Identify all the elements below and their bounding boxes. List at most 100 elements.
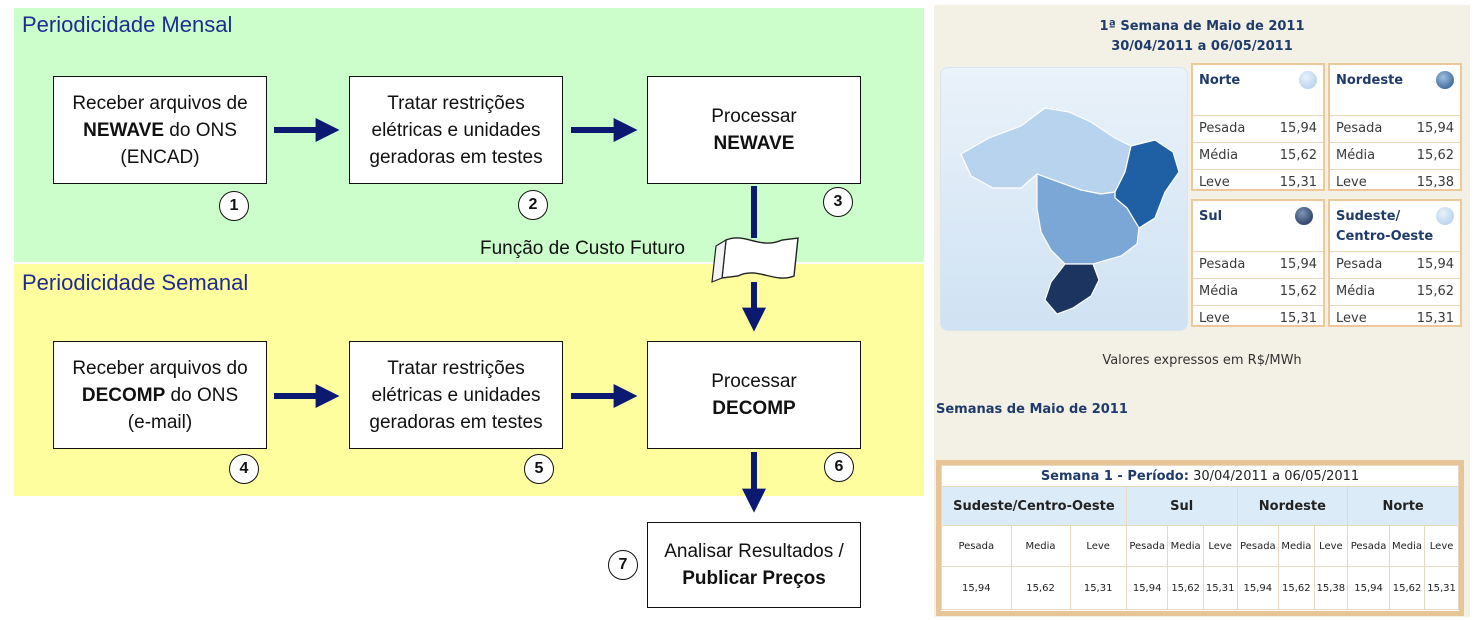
region-row: Leve 15,31 xyxy=(1193,169,1323,196)
load-label: Pesada xyxy=(1336,121,1383,136)
box-line: Receber arquivos do xyxy=(72,357,248,379)
monthly-title: Periodicidade Mensal xyxy=(22,12,233,37)
flow-box-process-decomp: Processar DECOMP xyxy=(647,341,861,449)
box-text: do ONS xyxy=(165,384,239,406)
load-label: Média xyxy=(1336,148,1376,163)
price-value: 15,62 xyxy=(1416,284,1454,299)
step-number-circle: 2 xyxy=(518,190,548,220)
step-number-circle: 4 xyxy=(229,454,259,484)
step-number-circle: 3 xyxy=(823,187,853,217)
table-sub-header: Pesada xyxy=(941,525,1012,567)
table-sub-header: Leve xyxy=(1202,525,1238,567)
flow-box-treat-restrictions-2: Tratar restrições elétricas e unidades g… xyxy=(349,341,563,449)
box-line: geradoras em testes xyxy=(369,146,543,168)
price-value: 15,38 xyxy=(1416,175,1454,190)
box-line: elétricas e unidades xyxy=(371,119,541,141)
price-value: 15,62 xyxy=(1416,148,1454,163)
price-value: 15,62 xyxy=(1279,148,1317,163)
load-label: Média xyxy=(1199,284,1239,299)
box-line: elétricas e unidades xyxy=(371,384,541,406)
price-value: 15,94 xyxy=(1416,257,1454,272)
region-color-dot xyxy=(1436,207,1454,225)
table-sub-header: Pesada xyxy=(1347,525,1390,567)
table-sub-header: Pesada xyxy=(1236,525,1280,567)
units-note: Valores expressos em R$/MWh xyxy=(1102,353,1302,368)
box-line: Publicar Preços xyxy=(682,565,826,592)
map-region-nordeste xyxy=(1114,139,1180,229)
table-header-label: Semana 1 - Período: xyxy=(1040,468,1189,484)
table-region-header: Nordeste xyxy=(1236,486,1349,526)
load-label: Leve xyxy=(1199,311,1230,326)
weeks-title: Semanas de Maio de 2011 xyxy=(936,402,1128,417)
load-label: Pesada xyxy=(1199,121,1246,136)
box-line: NEWAVE do ONS xyxy=(83,117,237,144)
price-value: 15,94 xyxy=(1279,257,1317,272)
future-cost-function-label: Função de Custo Futuro xyxy=(480,238,685,259)
box-line: geradoras em testes xyxy=(369,411,543,433)
table-header-range: 30/04/2011 a 06/05/2011 xyxy=(1193,468,1360,484)
region-row: Leve 15,31 xyxy=(1330,305,1460,332)
step-number-circle: 7 xyxy=(608,550,638,580)
load-label: Leve xyxy=(1199,175,1230,190)
table-cell: 15,62 xyxy=(1388,566,1426,610)
load-label: Pesada xyxy=(1199,257,1246,272)
region-row: Média 15,62 xyxy=(1193,278,1323,305)
load-label: Pesada xyxy=(1336,257,1383,272)
table-sub-header: Media xyxy=(1010,525,1071,567)
table-cell: 15,62 xyxy=(1010,566,1071,610)
box-line: Tratar restrições xyxy=(387,92,525,114)
box-line: Processar xyxy=(711,371,797,392)
box-line: Processar xyxy=(711,106,797,127)
box-bold: DECOMP xyxy=(81,384,166,406)
table-cell: 15,62 xyxy=(1167,566,1204,610)
box-bold: NEWAVE xyxy=(83,119,165,141)
box-line: Tratar restrições xyxy=(387,357,525,379)
box-bold: NEWAVE xyxy=(713,133,795,154)
table-cell: 15,94 xyxy=(1347,566,1390,610)
load-label: Leve xyxy=(1336,311,1367,326)
table-sub-header: Leve xyxy=(1069,525,1127,567)
table-cell: 15,94 xyxy=(1125,566,1169,610)
region-name: Norte xyxy=(1199,73,1241,88)
region-card-header: Sudeste/ Centro-Oeste xyxy=(1330,201,1460,251)
table-header: Semana 1 - Período: 30/04/2011 a 06/05/2… xyxy=(941,465,1459,487)
table-sub-header: Media xyxy=(1388,525,1426,567)
region-row: Média 15,62 xyxy=(1330,278,1460,305)
load-label: Média xyxy=(1199,148,1239,163)
table-cell: 15,31 xyxy=(1202,566,1238,610)
map-region-sudeste xyxy=(1036,173,1140,265)
price-value: 15,31 xyxy=(1279,175,1317,190)
document-icon xyxy=(721,237,799,279)
week-title: 1ª Semana de Maio de 2011 30/04/2011 a 0… xyxy=(934,17,1470,57)
weekly-price-table: Semana 1 - Período: 30/04/2011 a 06/05/2… xyxy=(936,460,1464,616)
region-color-dot xyxy=(1295,207,1313,225)
region-card-header: Sul xyxy=(1193,201,1323,251)
region-card-sudeste-centro-oeste: Sudeste/ Centro-Oeste Pesada 15,94 Média 1… xyxy=(1328,199,1462,327)
price-value: 15,31 xyxy=(1416,311,1454,326)
table-cell: 15,94 xyxy=(941,566,1012,610)
step-number-circle: 5 xyxy=(524,454,554,484)
region-name: Nordeste xyxy=(1336,73,1404,88)
region-name-line: Centro-Oeste xyxy=(1336,229,1434,244)
box-bold: Publicar Preços xyxy=(682,568,826,589)
box-line: (e-mail) xyxy=(127,411,193,433)
flow-box-process-newave: Processar NEWAVE xyxy=(647,76,861,184)
table-sub-header: Media xyxy=(1167,525,1204,567)
box-line: Analisar Resultados / xyxy=(664,541,844,562)
price-value: 15,62 xyxy=(1279,284,1317,299)
box-line: DECOMP do ONS xyxy=(82,382,238,409)
flow-connectors xyxy=(274,118,799,513)
load-label: Média xyxy=(1336,284,1376,299)
table-cell: 15,31 xyxy=(1424,566,1459,610)
region-name: Sudeste/ Centro-Oeste xyxy=(1336,207,1433,247)
map-region-sul xyxy=(1044,263,1100,315)
table-cell: 15,62 xyxy=(1278,566,1315,610)
table-sub-header: Pesada xyxy=(1125,525,1169,567)
box-text: do ONS xyxy=(164,119,237,141)
region-name: Sul xyxy=(1199,209,1223,224)
brazil-map xyxy=(960,107,1180,315)
table-cell: 15,31 xyxy=(1069,566,1127,610)
